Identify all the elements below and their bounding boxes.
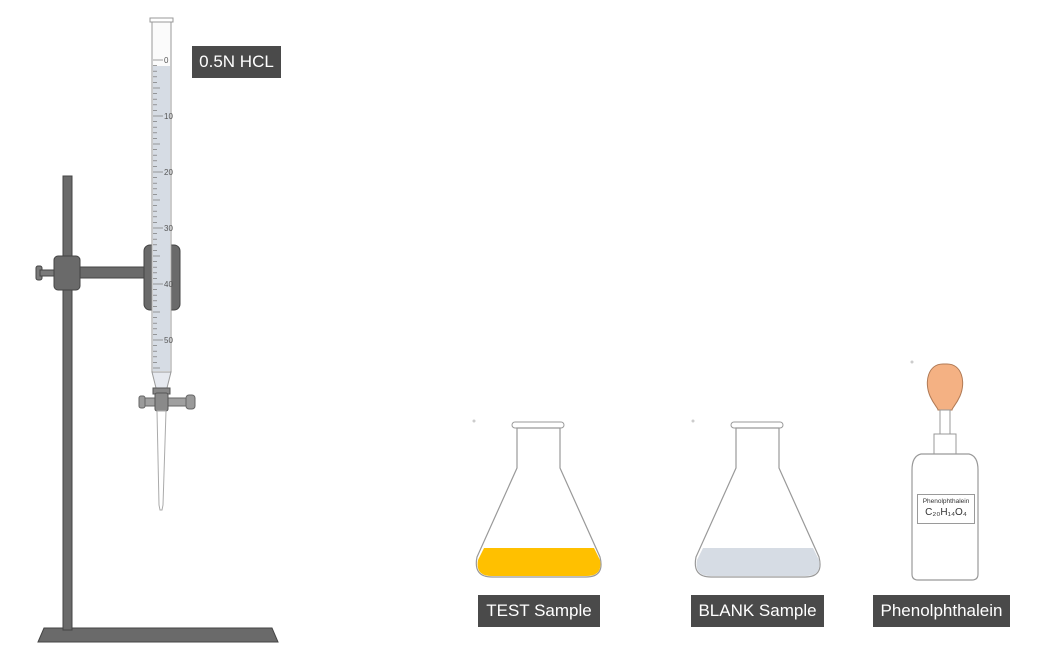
burette-scale (153, 59, 163, 369)
blank-flask-rim (730, 421, 784, 429)
test-flask[interactable] (472, 419, 602, 578)
burette-scale-label: 40 (164, 280, 173, 289)
burette-scale-label: 10 (164, 112, 173, 121)
test-flask-body (475, 427, 602, 578)
blank-flask[interactable] (691, 419, 821, 578)
dropper-bulb[interactable] (926, 363, 964, 411)
stopcock-handle[interactable] (154, 392, 169, 412)
blank-flask-marker (691, 419, 695, 423)
test-flask-liquid (477, 548, 601, 576)
bottle-marker (910, 360, 914, 364)
blank-sample-label: BLANK Sample (691, 595, 824, 627)
burette-scale-labels: 0 10 20 30 40 50 (164, 56, 173, 345)
stand-base (37, 627, 279, 643)
clamp-arm (79, 266, 149, 279)
clamp-boss[interactable] (53, 255, 81, 291)
test-flask-rim (511, 421, 565, 429)
bottle-label-name: Phenolphthalein (922, 498, 970, 505)
dropper-stem (939, 409, 951, 435)
burette-scale-label: 20 (164, 168, 173, 177)
stand-rod (62, 175, 73, 631)
burette-tip (156, 410, 167, 511)
burette-label: 0.5N HCL (192, 46, 281, 78)
bottle-label: Phenolphthalein C₂₀H₁₄O₄ (917, 494, 975, 524)
burette-liquid (153, 66, 170, 371)
burette-scale-label: 50 (164, 336, 173, 345)
blank-flask-body (694, 427, 821, 578)
burette-scale-label: 0 (164, 56, 169, 65)
stopcock-end-left (138, 395, 146, 409)
stopcock-end-right (185, 394, 196, 410)
burette-taper (151, 371, 172, 389)
bottle-neck (933, 433, 957, 455)
blank-flask-liquid (696, 548, 820, 576)
burette[interactable]: 0 10 20 30 40 50 (138, 17, 196, 511)
burette-top-rim (149, 17, 174, 23)
test-flask-marker (472, 419, 476, 423)
burette-scale-label: 30 (164, 224, 173, 233)
phenolphthalein-label: Phenolphthalein (873, 595, 1010, 627)
test-sample-label: TEST Sample (478, 595, 600, 627)
bottle-label-formula: C₂₀H₁₄O₄ (925, 507, 967, 518)
indicator-bottle[interactable] (910, 360, 979, 581)
